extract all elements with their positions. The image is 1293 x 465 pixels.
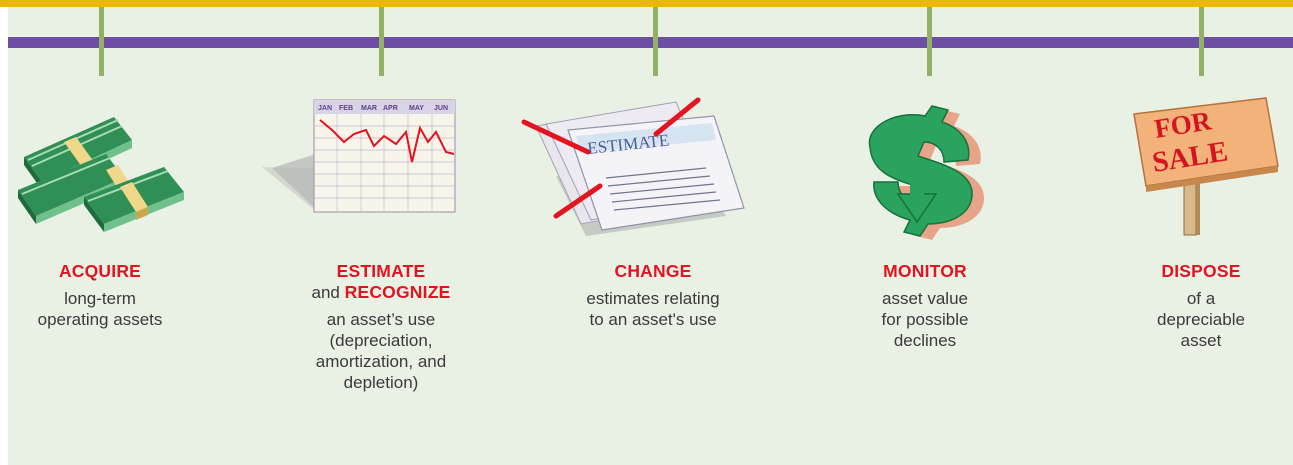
- stage-description-line: long-term: [64, 289, 136, 308]
- falling-dollar-icon: [868, 105, 985, 240]
- timeline-tick: [379, 7, 384, 76]
- line-chart-icon: JAN FEB MAR APR MAY JUN: [262, 99, 456, 213]
- stage-title: MONITOR: [883, 261, 967, 281]
- money-stack: [84, 167, 184, 232]
- chart-month-label: APR: [383, 105, 398, 112]
- stage-description-line: to an asset's use: [589, 310, 717, 329]
- stage-description-line: asset: [1180, 331, 1222, 350]
- crossed-estimate-document-icon: ESTIMATE: [521, 97, 745, 236]
- stage-label-monitor: MONITOR asset value for possible decline…: [882, 261, 969, 351]
- stage-label-dispose: DISPOSE of a depreciable asset: [1157, 261, 1245, 351]
- chart-month-label: JUN: [434, 105, 448, 112]
- money-stacks-icon: [18, 117, 184, 232]
- money-stack: [18, 154, 132, 224]
- stage-label-change: CHANGE estimates relating to an asset's …: [586, 261, 719, 330]
- stage-description-line: for possible: [881, 310, 969, 329]
- for-sale-sign-icon: FOR SALE: [1133, 97, 1279, 236]
- stage-title-secondary: RECOGNIZE: [344, 282, 451, 302]
- stage-description-line: amortization, and: [315, 352, 447, 371]
- stage-description-line: an asset’s use: [326, 310, 436, 329]
- timeline-tick: [927, 7, 932, 76]
- stage-description-line: asset value: [882, 289, 968, 308]
- diagram-background: [8, 6, 1293, 465]
- stage-title: DISPOSE: [1161, 261, 1241, 281]
- timeline-tick: [99, 7, 104, 76]
- stage-title: CHANGE: [614, 261, 692, 281]
- timeline-bar: [8, 37, 1293, 48]
- stage-description-line: depletion): [343, 373, 419, 392]
- stage-description-line: declines: [893, 331, 957, 350]
- chart-trend-line: [319, 119, 455, 163]
- chart-month-label: JAN: [318, 105, 332, 112]
- stage-description-line: depreciable: [1157, 310, 1245, 329]
- stage-title: ACQUIRE: [58, 261, 142, 281]
- stage-description-line: of a: [1186, 289, 1216, 308]
- stage-label-estimate: ESTIMATE and RECOGNIZE an asset’s use (d…: [312, 261, 451, 393]
- timeline-tick: [1199, 7, 1204, 76]
- stage-description-line: (depreciation,: [329, 331, 433, 350]
- timeline-tick: [653, 7, 658, 76]
- stage-description-line: estimates relating: [586, 289, 720, 308]
- stage-title: ESTIMATE: [336, 261, 426, 281]
- chart-month-label: MAY: [409, 105, 424, 112]
- stage-description-line: operating assets: [37, 310, 163, 329]
- stage-label-acquire: ACQUIRE long-term operating assets: [38, 261, 163, 330]
- chart-month-label: FEB: [339, 105, 353, 112]
- top-accent-bar: [0, 0, 1293, 7]
- stage-connector: and: [311, 283, 340, 302]
- chart-month-label: MAR: [361, 105, 377, 112]
